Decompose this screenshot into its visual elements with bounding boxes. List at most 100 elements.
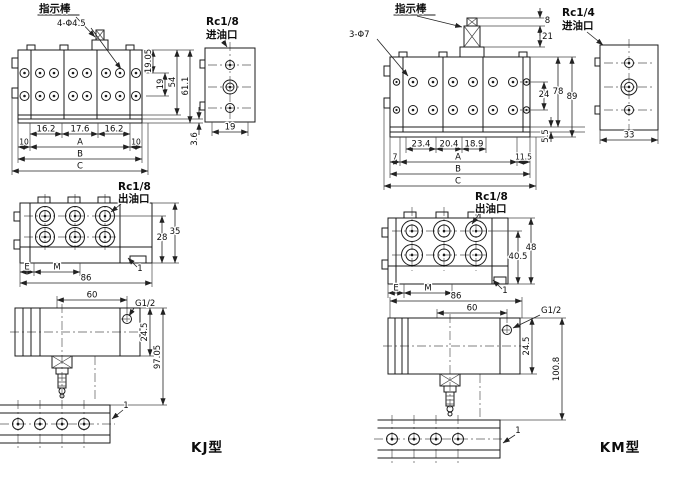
- km-front-ext-lines: [383, 17, 585, 190]
- km-top-view: Rc1/8 出油口 40.5 48 E M 1: [381, 190, 538, 298]
- kj-front-ext-lines: [11, 49, 203, 175]
- dim-label: 16.2: [37, 125, 56, 135]
- dim-label: M: [53, 263, 60, 273]
- kj-side-centerlines: [208, 42, 252, 128]
- dim-label: M: [424, 284, 431, 294]
- km-side-body: [599, 44, 659, 131]
- dim-label: E: [393, 284, 398, 294]
- dim-label: 28: [157, 233, 168, 243]
- kj-inlet-side-view: Rc1/8 进油口 19: [199, 15, 256, 136]
- kj-g12-port: [122, 314, 132, 324]
- km-mount-callout: 1: [515, 426, 520, 436]
- km-mount-view: 86 60 24.5 100.8 G1/2 1: [374, 290, 566, 463]
- dim-label: 24.5: [522, 337, 532, 356]
- dim-label: 86: [81, 274, 92, 284]
- dim-label: 20.4: [440, 140, 459, 150]
- kj-type-label: KJ型: [191, 439, 223, 456]
- km-inlet-thread-label: Rc1/4: [562, 7, 595, 19]
- dim-label: 7: [393, 153, 398, 162]
- km-mount-baseplate: [377, 419, 501, 459]
- kj-front-dimensions: 19.05 19 54 61.1 3.6 16.2 17.6 16.2 10 A…: [11, 48, 202, 174]
- km-front-tabs: [383, 51, 528, 109]
- dim-label: 54: [168, 77, 178, 88]
- kj-mount-callout-leader: [111, 409, 124, 420]
- dim-label: 48: [526, 243, 537, 253]
- dim-label: 11.5: [515, 153, 532, 162]
- kj-inlet-port: [222, 60, 238, 113]
- kj-mount-dimensions: 60 24.5 97.05: [56, 289, 166, 406]
- dim-label: 3.6: [190, 132, 200, 146]
- kj-front-view: 指示棒 4-Φ4.5 19.05 19 54 61.1 3.6 16.2 17.…: [11, 1, 203, 175]
- km-mount-callout-leader: [502, 434, 516, 444]
- dim-label: 89: [567, 92, 578, 102]
- kj-indicator-leader: [75, 16, 96, 38]
- km-front-holes: [392, 77, 531, 115]
- km-holes-label: 3-Φ7: [349, 30, 370, 40]
- dim-label: 5.5: [541, 129, 551, 143]
- dim-label: 23.4: [412, 140, 431, 150]
- dim-label: 97.05: [153, 345, 163, 369]
- kj-mount-endplate-lines: [22, 307, 32, 357]
- dim-label: 60: [467, 304, 478, 314]
- km-mount-centerlines: [383, 314, 527, 420]
- dim-label: A: [455, 153, 461, 163]
- kj-front-tabs: [11, 44, 135, 99]
- kj-inlet-name-label: 进油口: [206, 28, 238, 41]
- dim-label: 19.05: [144, 49, 154, 73]
- kj-front-holes: [19, 68, 141, 101]
- km-fitting-leader: [512, 314, 541, 329]
- kj-inlet-thread-label: Rc1/8: [206, 16, 239, 28]
- kj-mount-indicator-fitting: [51, 355, 73, 399]
- km-fitting-label: G1/2: [541, 306, 561, 316]
- km-mount-indicator-fitting: [439, 373, 461, 417]
- kj-top-details: [13, 196, 153, 264]
- dim-label: 10: [19, 138, 29, 147]
- dim-label: C: [455, 177, 461, 187]
- dim-label: B: [77, 150, 83, 160]
- km-inlet-side-view: Rc1/4 进油口 33: [561, 6, 659, 144]
- kj-outlet-name-label: 出油口: [118, 192, 150, 205]
- km-outlet-leader: [471, 213, 480, 225]
- dim-label: 10: [131, 138, 141, 147]
- km-top-details: [381, 211, 509, 285]
- km-front-dimensions: 8 21 24 78 89 5.5 23.4 20.4 18.9 7 A 11.…: [383, 8, 579, 189]
- km-inlet-name-label: 进油口: [562, 19, 594, 32]
- dim-label: C: [77, 162, 83, 172]
- km-top-centerlines: [392, 207, 488, 271]
- dim-label: 35: [170, 227, 181, 237]
- dim-label: 19: [156, 79, 166, 90]
- km-type-label: KM型: [600, 439, 640, 456]
- km-mount-dimensions: 86 60 24.5 100.8: [389, 290, 565, 421]
- dim-label: 86: [451, 292, 462, 302]
- km-indicator-rod: [459, 17, 485, 58]
- kj-outlet-thread-label: Rc1/8: [118, 181, 151, 193]
- kj-inlet-leader: [221, 39, 228, 48]
- kj-fitting-leader: [128, 307, 135, 317]
- dim-label: 33: [624, 131, 635, 141]
- dim-label: 100.8: [552, 357, 562, 381]
- kj-mount-centerlines: [10, 304, 145, 402]
- kj-mount-view: 60 24.5 97.05 G1/2 1: [0, 289, 167, 448]
- dim-label: 19: [225, 123, 236, 133]
- dim-label: A: [77, 138, 83, 148]
- dim-label: 24.5: [140, 323, 150, 342]
- dim-label: B: [455, 165, 461, 175]
- km-strip-centerlines: [374, 415, 505, 463]
- dim-label: 78: [553, 87, 564, 97]
- kj-mount-baseplate: [0, 404, 111, 444]
- dim-label: 17.6: [71, 125, 90, 135]
- km-top-callout-leader: [492, 279, 503, 290]
- kj-top-view: Rc1/8 出油口 28 35 E M 86 1: [13, 180, 182, 287]
- kj-mount-ext-lines: [56, 296, 167, 406]
- kj-fitting-label: G1/2: [135, 299, 155, 309]
- km-holes-leader: [376, 38, 409, 77]
- km-inlet-port: [620, 58, 638, 115]
- km-g12-port: [502, 325, 512, 335]
- km-front-outline: [389, 56, 531, 138]
- kj-mount-body: [39, 307, 141, 357]
- km-indicator-label: 指示棒: [395, 2, 427, 15]
- kj-holes-leader: [90, 27, 122, 70]
- dim-label: E: [24, 263, 29, 273]
